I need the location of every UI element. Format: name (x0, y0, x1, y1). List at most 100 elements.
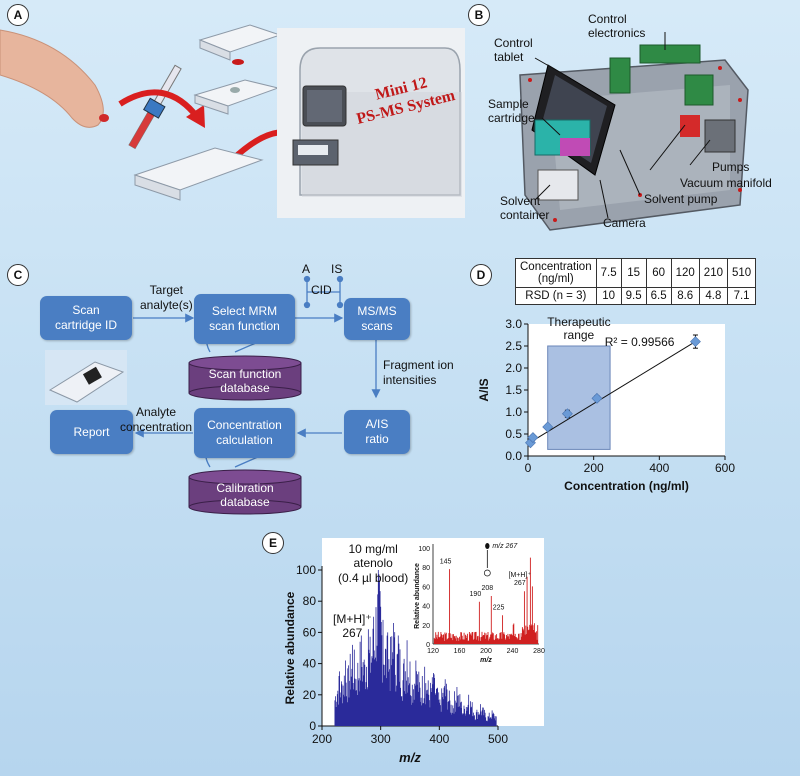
inset-y-tick-label: 80 (422, 565, 430, 572)
panel-c-label: C (7, 264, 29, 286)
y-tick-label: 2.0 (505, 361, 522, 375)
y-tick-label: 2.5 (505, 339, 522, 353)
y-tick-label: 80 (303, 594, 317, 608)
y-tick-label: 3.0 (505, 317, 522, 331)
inset-y-tick-label: 60 (422, 584, 430, 591)
y-tick-label: 0 (309, 719, 316, 733)
y-tick-label: 1.0 (505, 405, 522, 419)
fragment-label: Fragment ion intensities (383, 358, 454, 387)
y-tick-label: 60 (303, 625, 317, 639)
x-tick-label: 200 (312, 732, 332, 746)
r-squared-annotation: R² = 0.99566 (605, 335, 675, 349)
table-cell: 7.5 (595, 258, 622, 288)
y-tick-label: 100 (296, 563, 316, 577)
therapeutic-range-label: Therapeutic (547, 315, 610, 329)
callout-camera: Camera (603, 216, 646, 230)
inset-peak-label: 267 (514, 580, 526, 587)
inset-peak-label: 190 (470, 591, 482, 598)
data-point (527, 432, 539, 443)
x-tick-label: 400 (429, 732, 449, 746)
therapeutic-range-label: range (564, 328, 595, 342)
cid-label: CID (311, 283, 332, 297)
callout-control-tablet: Control tablet (494, 36, 533, 65)
callout-solvent-container: Solvent container (500, 194, 550, 223)
inset-y-tick-label: 0 (426, 642, 430, 649)
a-label: A (302, 262, 311, 276)
inset-peak-label: [M+H]⁺ (509, 572, 532, 579)
spectrum-trace (334, 570, 497, 726)
concentration-box: Concentration calculation (194, 408, 295, 458)
inset-peak-label: 225 (493, 604, 505, 611)
x-axis-label: Concentration (ng/ml) (564, 479, 689, 493)
inset-y-axis-label: Relative abundance (414, 563, 421, 629)
y-axis-label: Relative abundance (283, 591, 297, 704)
callout-control-electronics: Control electronics (588, 12, 646, 41)
inset-y-tick-label: 40 (422, 604, 430, 611)
inset-plot-area (433, 542, 539, 644)
y-tick-label: 20 (303, 688, 317, 702)
inset-x-tick-label: 120 (427, 648, 439, 655)
y-tick-label: 40 (303, 657, 317, 671)
inset-y-tick-label: 100 (418, 546, 430, 553)
fit-line (528, 341, 696, 444)
panel-b-label: B (468, 4, 490, 26)
table-cell: 8.6 (670, 287, 700, 305)
scan-cartridge-box: Scan cartridge ID (40, 296, 132, 340)
is-label: IS (331, 262, 343, 276)
fragment-marker (483, 569, 491, 577)
x-tick-label: 400 (649, 461, 669, 475)
inset-y-tick-label: 20 (422, 623, 430, 630)
panel-e-label: E (262, 532, 284, 554)
panel-a-illustration (0, 24, 465, 218)
callout-vacuum-manifold: Vacuum manifold (680, 176, 772, 190)
x-tick-label: 300 (371, 732, 391, 746)
analyte-concentration-label: Analyte concentration (120, 405, 193, 434)
scan-function-database: Scan function database (208, 367, 282, 396)
y-tick-label: 0.0 (505, 449, 522, 463)
table-cell: 10 (595, 287, 622, 305)
table-cell: 210 (698, 258, 728, 288)
data-point (561, 408, 573, 420)
table-cell: 4.8 (698, 287, 728, 305)
spectrum-annotation: 10 mg/ml atenolo (0.4 µl blood) (338, 542, 409, 585)
inset-peak-label: 145 (440, 558, 452, 565)
table-cell: 9.5 (620, 287, 647, 305)
parent-ion-label: m/z 267 (492, 543, 518, 550)
y-tick-label: 0.5 (505, 427, 522, 441)
x-tick-label: 0 (525, 461, 532, 475)
rsd-table: Concentration (ng/ml) 7.5 15 60 120 210 … (515, 258, 757, 305)
callout-sample-cartridge: Sample cartridge (488, 97, 535, 126)
data-point (542, 421, 554, 433)
inset-spectrum-trace (433, 557, 539, 644)
panel-a-label: A (7, 4, 29, 26)
table-cell: 7.1 (726, 287, 757, 305)
msms-box: MS/MS scans (344, 298, 410, 340)
parent-ion-marker (485, 543, 490, 549)
panel-c-arrows (45, 275, 381, 515)
callout-pumps: Pumps (712, 160, 750, 174)
inset-x-tick-label: 200 (480, 648, 492, 655)
table-cell: 15 (620, 258, 647, 288)
target-analyte-label: Target analyte(s) (140, 283, 193, 312)
table-row-head: Concentration (ng/ml) (515, 258, 597, 288)
x-tick-label: 500 (488, 732, 508, 746)
table-cell: 120 (670, 258, 700, 288)
panel-b-illustration (519, 32, 749, 231)
inset-peak-label: 208 (481, 585, 493, 592)
x-axis-label: m/z (399, 750, 421, 765)
callout-solvent-pump: Solvent pump (644, 192, 718, 206)
report-box: Report (50, 410, 133, 454)
table-cell: 60 (645, 258, 672, 288)
panel-d-label: D (470, 264, 492, 286)
inset-x-tick-label: 240 (507, 648, 519, 655)
select-mrm-box: Select MRM scan function (194, 294, 295, 344)
table-row-head: RSD (n = 3) (515, 287, 597, 305)
inset-x-tick-label: 160 (454, 648, 466, 655)
x-tick-label: 600 (715, 461, 735, 475)
y-axis-label: A/IS (477, 378, 491, 401)
ais-ratio-box: A/IS ratio (344, 410, 410, 454)
data-point (690, 336, 701, 348)
inset-x-axis-label: m/z (480, 657, 492, 664)
